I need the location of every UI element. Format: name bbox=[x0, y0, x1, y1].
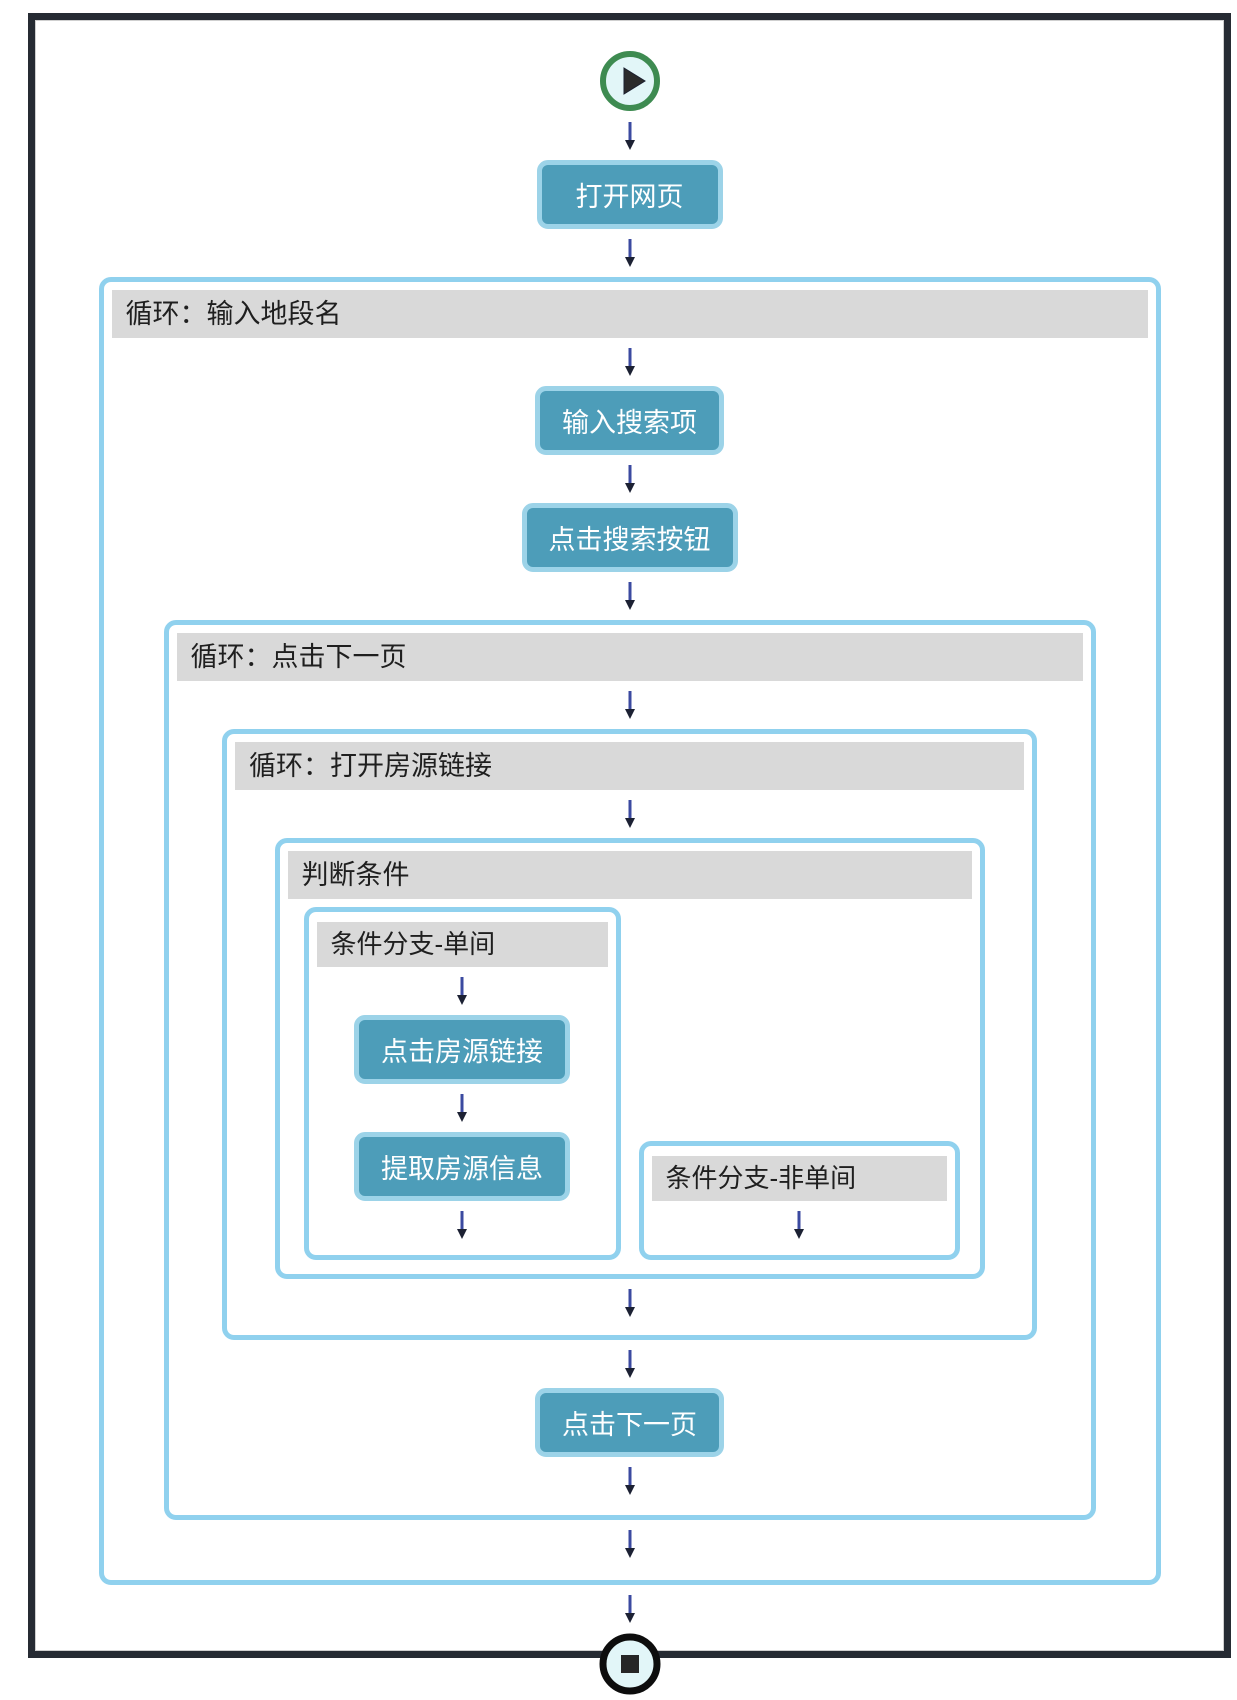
loop-input-area[interactable]: 循环：输入地段名 输入搜索项 点击搜索按钮 循环：点击下一页 bbox=[98, 277, 1161, 1585]
node-extract-info[interactable]: 提取房源信息 bbox=[354, 1132, 570, 1201]
arrow-down-icon bbox=[794, 1211, 804, 1239]
arrow-down-icon bbox=[624, 1350, 635, 1378]
arrow-down-icon bbox=[624, 800, 635, 828]
stop-icon bbox=[599, 1633, 660, 1695]
arrow-down-icon bbox=[624, 582, 635, 610]
arrow-down-icon bbox=[457, 1094, 467, 1122]
end-node[interactable] bbox=[599, 1633, 661, 1695]
loop-next-page[interactable]: 循环：点击下一页 循环：打开房源链接 判断条件 bbox=[163, 620, 1096, 1520]
condition-header[interactable]: 判断条件 bbox=[287, 851, 972, 899]
branch-not-single[interactable]: 条件分支-非单间 bbox=[638, 1141, 960, 1260]
loop-input-area-header[interactable]: 循环：输入地段名 bbox=[111, 290, 1148, 338]
node-input-search[interactable]: 输入搜索项 bbox=[535, 386, 724, 455]
arrow-down-icon bbox=[624, 122, 635, 150]
play-icon bbox=[599, 51, 660, 111]
start-node[interactable] bbox=[599, 50, 661, 112]
arrow-down-icon bbox=[624, 1289, 635, 1317]
arrow-down-icon bbox=[624, 465, 635, 493]
arrow-down-icon bbox=[624, 348, 635, 376]
arrow-down-icon bbox=[624, 1530, 635, 1558]
loop-open-listing-header[interactable]: 循环：打开房源链接 bbox=[235, 742, 1024, 790]
node-click-search[interactable]: 点击搜索按钮 bbox=[521, 503, 738, 572]
loop-next-page-header[interactable]: 循环：点击下一页 bbox=[176, 633, 1083, 681]
branch-single-header[interactable]: 条件分支-单间 bbox=[316, 922, 608, 967]
node-click-listing[interactable]: 点击房源链接 bbox=[354, 1015, 570, 1084]
arrow-down-icon bbox=[624, 691, 635, 719]
workflow-frame: 打开网页 循环：输入地段名 输入搜索项 点击搜索按钮 bbox=[28, 13, 1231, 1695]
node-click-next[interactable]: 点击下一页 bbox=[535, 1388, 724, 1457]
loop-open-listing[interactable]: 循环：打开房源链接 判断条件 条件分支-单间 bbox=[222, 729, 1037, 1340]
arrow-down-icon bbox=[457, 1211, 467, 1239]
branch-single[interactable]: 条件分支-单间 点击房源链接 提取房源信 bbox=[303, 907, 621, 1260]
arrow-down-icon bbox=[624, 1467, 635, 1495]
arrow-down-icon bbox=[624, 239, 635, 267]
arrow-down-icon bbox=[457, 977, 467, 1005]
node-open-page[interactable]: 打开网页 bbox=[536, 160, 723, 229]
workflow-canvas: 打开网页 循环：输入地段名 输入搜索项 点击搜索按钮 bbox=[35, 20, 1224, 1695]
condition-block[interactable]: 判断条件 条件分支-单间 点击房源链接 bbox=[274, 838, 985, 1279]
arrow-down-icon bbox=[624, 1595, 635, 1623]
branch-not-single-header[interactable]: 条件分支-非单间 bbox=[651, 1156, 947, 1201]
condition-branches: 条件分支-单间 点击房源链接 提取房源信 bbox=[303, 907, 960, 1260]
